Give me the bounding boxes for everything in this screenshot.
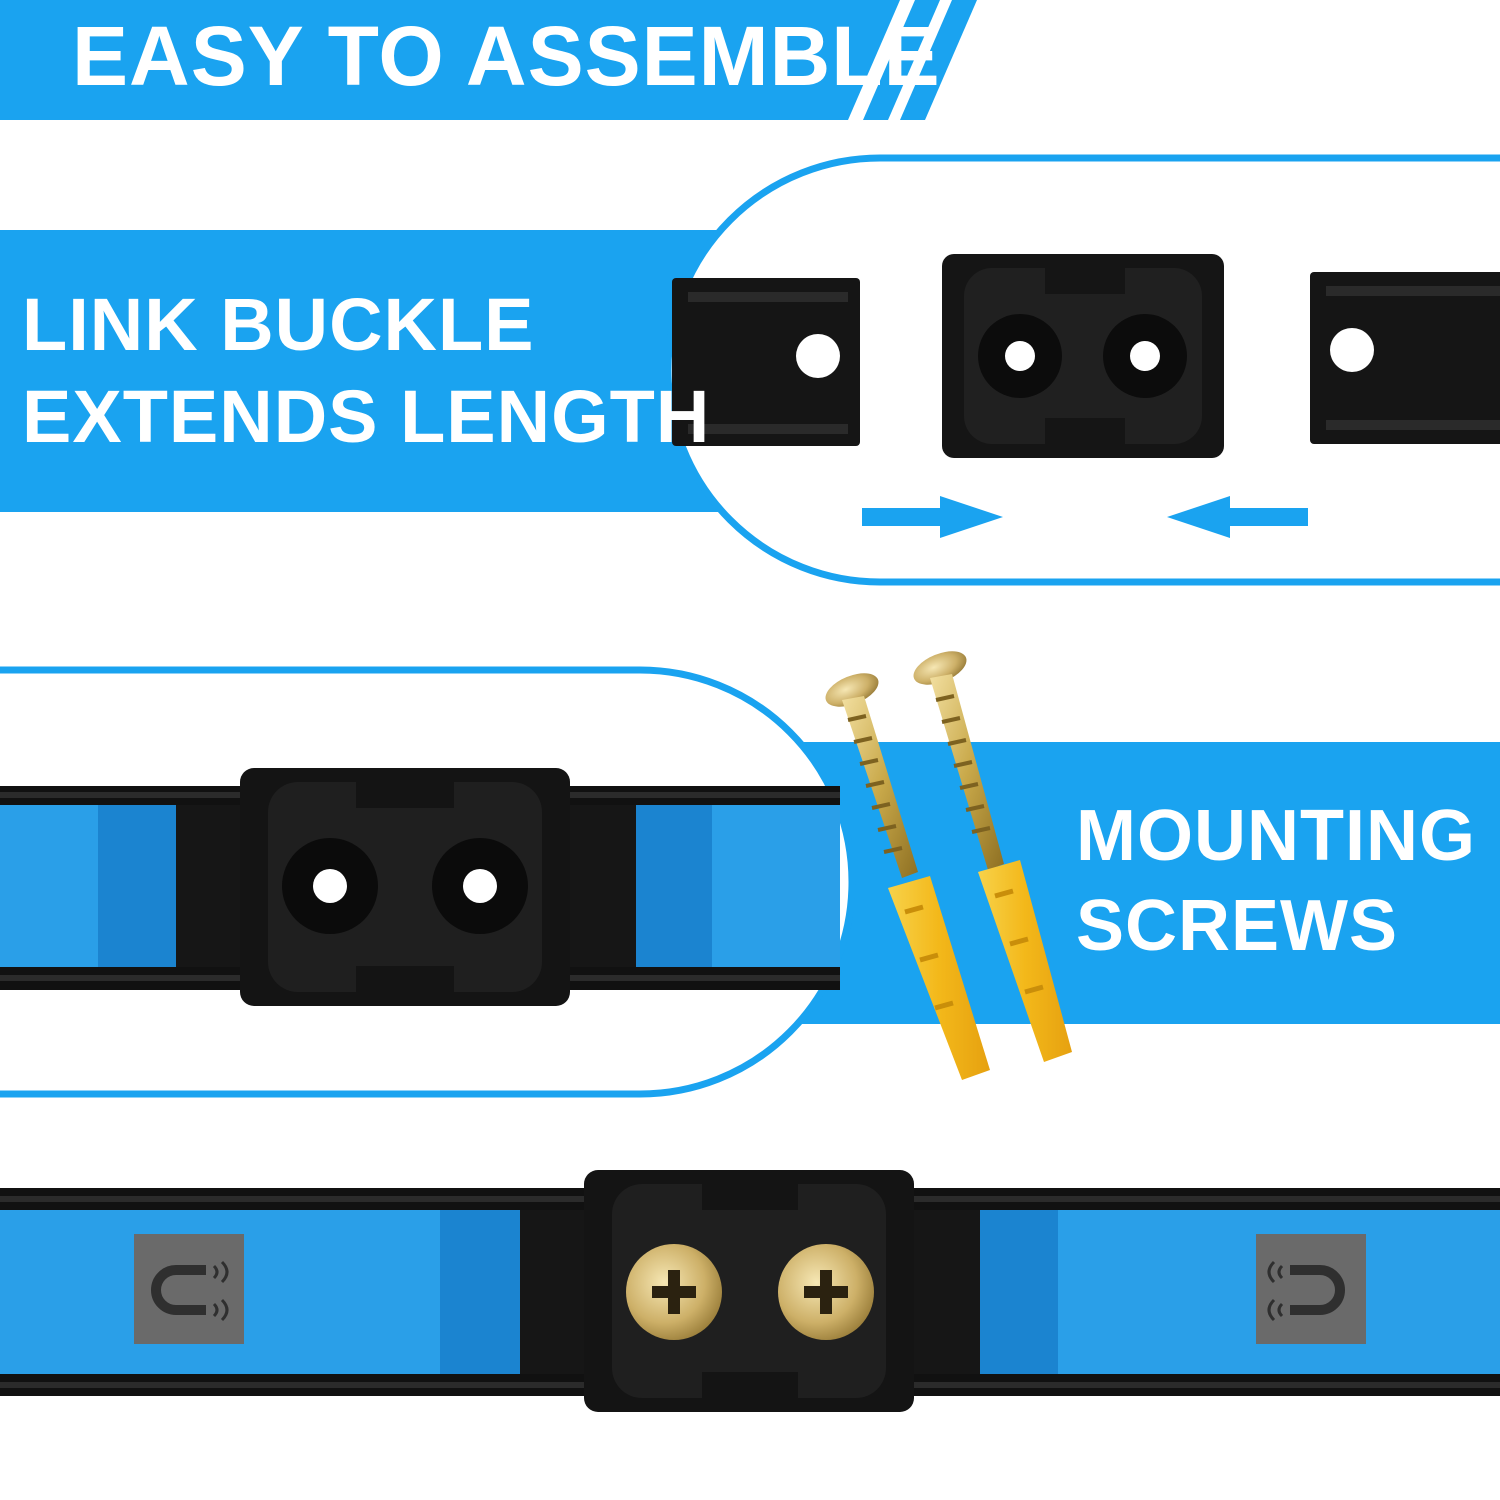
screw-icon xyxy=(825,673,918,878)
wall-anchor-icon xyxy=(888,876,990,1080)
installed-rail xyxy=(0,1170,1500,1412)
link-buckle-connector xyxy=(584,1170,914,1412)
link-buckle-heading-line2: EXTENDS LENGTH xyxy=(22,375,711,458)
header-banner xyxy=(0,0,977,120)
arrow-right-icon xyxy=(862,496,1003,538)
rail-end-left xyxy=(672,278,860,446)
mounting-heading-line2: SCREWS xyxy=(1076,886,1399,966)
link-buckle-connector xyxy=(942,254,1224,458)
magnet-icon xyxy=(134,1234,244,1344)
wall-anchor-icon xyxy=(978,860,1072,1062)
header-title: EASY TO ASSEMBLE xyxy=(72,9,941,103)
link-buckle-section xyxy=(0,154,1500,586)
rail-end-right xyxy=(1310,272,1500,444)
mounting-heading-line1: MOUNTING xyxy=(1076,796,1476,876)
screw-icon xyxy=(913,651,1004,870)
link-buckle-connector xyxy=(240,768,570,1006)
mounting-section xyxy=(0,651,1500,1098)
link-buckle-heading-line1: LINK BUCKLE xyxy=(22,283,535,366)
arrow-left-icon xyxy=(1167,496,1308,538)
magnet-icon xyxy=(1256,1234,1366,1344)
